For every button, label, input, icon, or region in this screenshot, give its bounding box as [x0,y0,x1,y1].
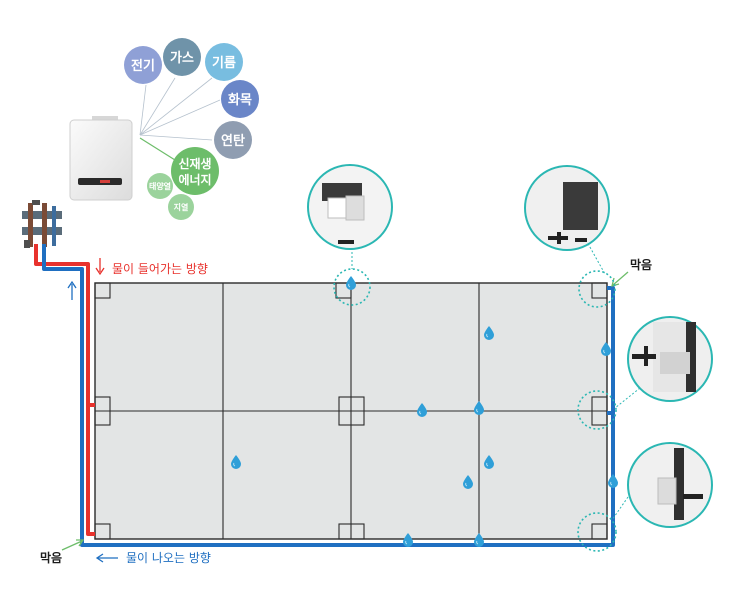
bubble-gas: 가스 [163,38,201,76]
outflow-label: 물이 나오는 방향 [126,551,211,565]
return-pipe [42,244,615,547]
inflow-label: 물이 들어가는 방향 [112,262,208,276]
floor-panel-grid [94,282,608,540]
droplet [608,474,618,488]
bubble-solar: 태양열 [147,173,173,199]
label-solar: 태양열 [149,181,171,191]
boiler-group: 전기 가스 기름 화목 연탄 신재생 에너지 태양열 지열 [69,38,259,220]
energy-connector-lines [139,77,221,141]
callout-bottom-right [627,442,713,528]
detail-highlight-rings [333,268,617,552]
bubble-renewable: 신재생 에너지 [171,147,219,195]
label-electric: 전기 [131,58,155,74]
label-renewable-line1: 신재생 [178,156,211,171]
bubble-electric: 전기 [124,46,162,84]
label-gas: 가스 [170,51,194,66]
bubble-geothermal: 지열 [168,194,194,220]
label-geothermal: 지열 [174,202,189,212]
inflow-label-group: 물이 들어가는 방향 [95,258,208,276]
upflow-arrow [67,280,77,300]
callout-top-center [307,164,393,250]
label-briquette: 연탄 [221,133,245,149]
boiler-unit [69,116,133,201]
callout-top-right [524,165,610,251]
blocked-bottom-group: 막음 [40,539,85,565]
droplet [346,276,356,290]
callout-right-middle [627,316,713,402]
blocked-top-group: 막음 [611,257,652,287]
supply-pipe [34,244,95,536]
bubble-briquette: 연탄 [214,121,252,159]
label-wood: 화목 [228,92,252,108]
blocked-bottom-label: 막음 [40,550,62,565]
callout-leader-lines [351,239,641,521]
manifold [22,200,62,248]
outflow-label-group: 물이 나오는 방향 [95,551,211,565]
bubble-wood: 화목 [221,80,259,118]
renewable-connector [139,137,176,161]
blocked-top-label: 막음 [630,257,652,272]
bubble-oil: 기름 [205,43,243,81]
label-oil: 기름 [212,56,236,71]
label-renewable-line2: 에너지 [178,172,211,187]
